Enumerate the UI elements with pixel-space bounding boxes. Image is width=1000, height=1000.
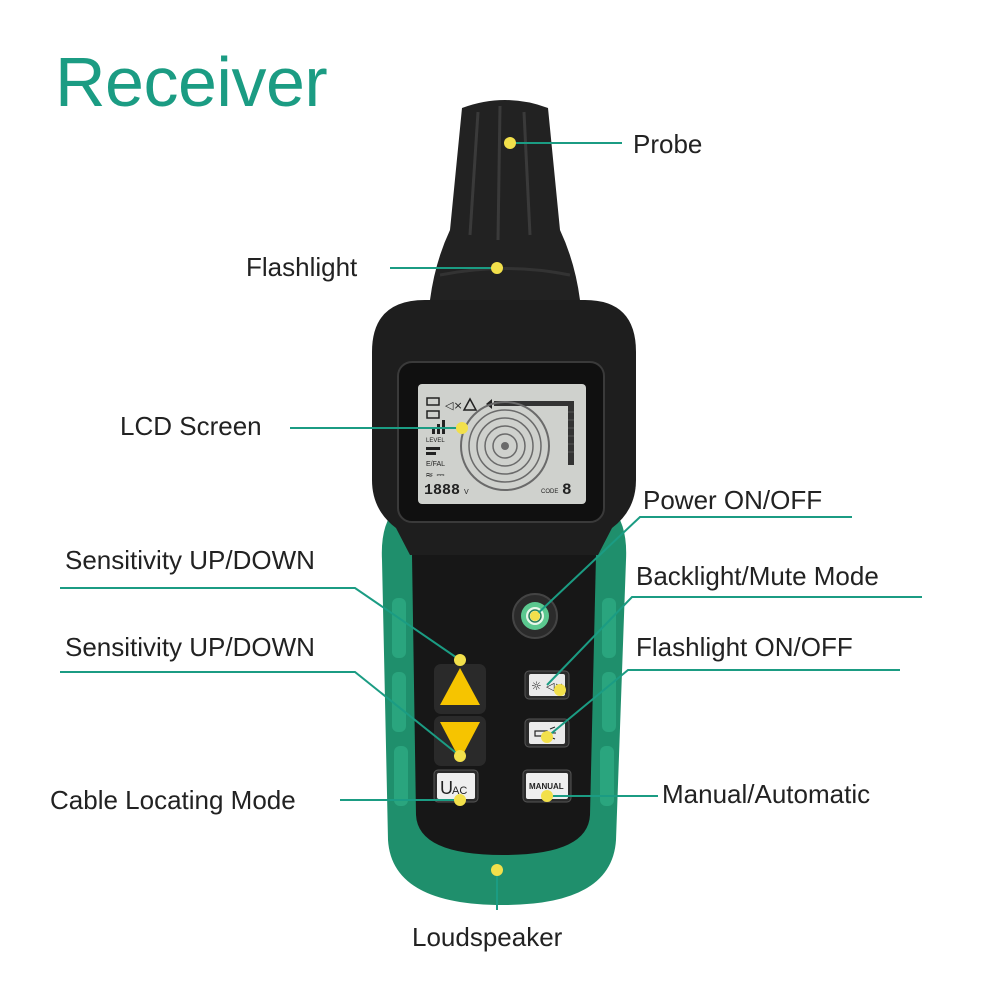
uac-ac-text: AC xyxy=(452,785,467,797)
lcd-level-label: LEVEL xyxy=(426,438,445,444)
power-icon xyxy=(528,609,542,623)
label-lcd-screen: LCD Screen xyxy=(120,411,262,441)
label-cable-locating: Cable Locating Mode xyxy=(50,785,296,815)
lcd-digits: 1888 xyxy=(424,482,460,499)
label-sensitivity-down: Sensitivity UP/DOWN xyxy=(65,632,315,662)
lcd-code-value: 8 xyxy=(562,481,572,499)
battery-icon xyxy=(426,397,440,406)
page-title: Receiver xyxy=(55,43,328,121)
lcd-efal-label: E/FAL xyxy=(426,461,445,468)
callout-markers xyxy=(454,137,566,876)
label-probe: Probe xyxy=(633,129,703,159)
sun-icon: ☼ xyxy=(531,679,542,693)
label-flashlight-onoff: Flashlight ON/OFF xyxy=(636,632,853,662)
probe xyxy=(430,100,580,300)
sensitivity-down-button[interactable] xyxy=(434,716,486,766)
label-sensitivity-up: Sensitivity UP/DOWN xyxy=(65,545,315,575)
sensitivity-up-button[interactable] xyxy=(434,664,486,714)
manual-button[interactable]: MANUAL xyxy=(522,769,572,803)
lcd-screen: ◁× LEVEL E/FAL ≈ ⎓ 1888 xyxy=(418,384,586,504)
label-backlight-mute: Backlight/Mute Mode xyxy=(636,561,879,591)
mute-icon: ◁× xyxy=(445,399,463,412)
warning-icon xyxy=(462,397,478,411)
manual-button-label: MANUAL xyxy=(529,782,564,791)
label-power: Power ON/OFF xyxy=(643,485,823,515)
lcd-unit: V xyxy=(464,489,469,496)
label-loudspeaker: Loudspeaker xyxy=(412,922,563,952)
uac-u-text: U xyxy=(440,778,453,798)
arrow-up-icon xyxy=(440,668,480,705)
cable-locating-button[interactable]: U AC xyxy=(433,769,479,803)
label-flashlight: Flashlight xyxy=(246,252,358,282)
label-manual-automatic: Manual/Automatic xyxy=(662,779,871,809)
arrow-down-icon xyxy=(440,722,480,760)
lcd-code-label: CODE xyxy=(541,489,558,495)
callout-lines xyxy=(60,142,922,910)
svg-text:≈ ⎓: ≈ ⎓ xyxy=(425,470,445,481)
